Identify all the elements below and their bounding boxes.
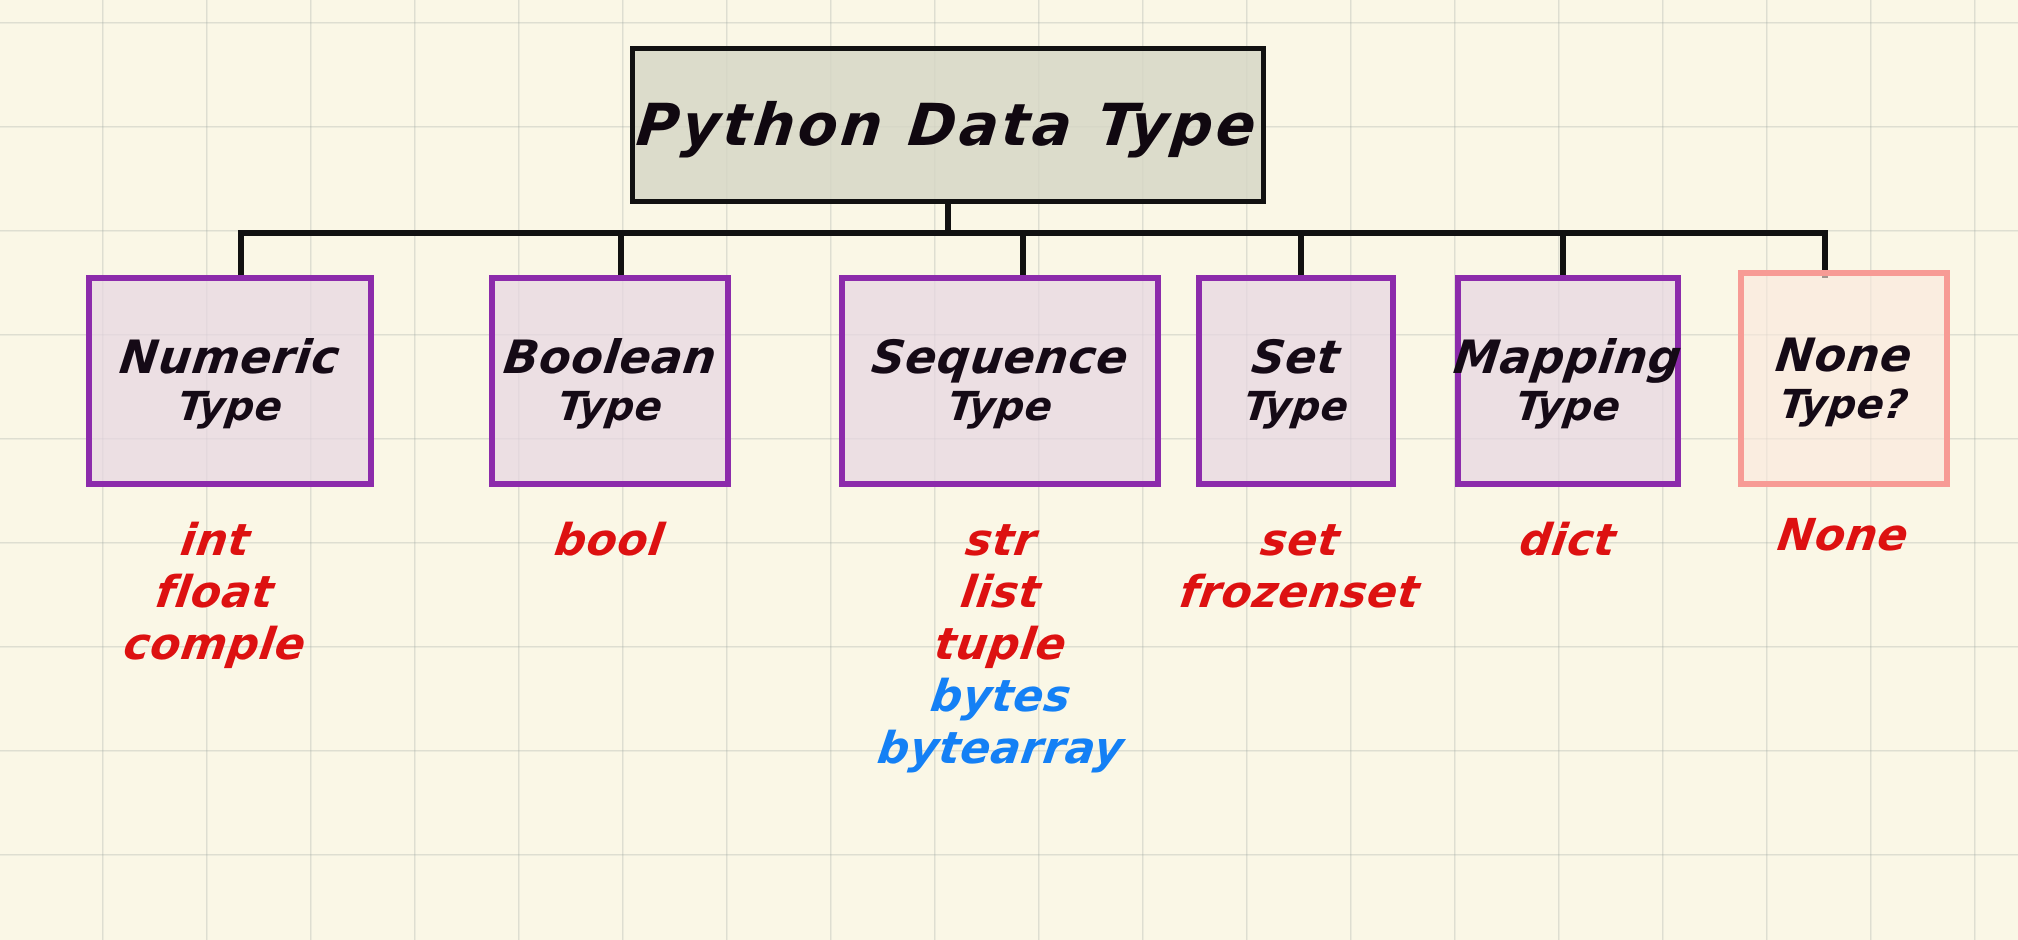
- node-set-type-line1: Set: [1248, 330, 1344, 385]
- node-sequence-type-line2: Type: [944, 384, 1056, 431]
- node-numeric-type-line2: Type: [174, 384, 286, 431]
- leaf-word: tuple: [931, 618, 1071, 670]
- node-none-type-line2: Type?: [1777, 381, 1911, 428]
- leaf-word: bytearray: [874, 722, 1128, 774]
- node-none-type: None Type?: [1738, 270, 1950, 487]
- node-sequence-type: Sequence Type: [839, 275, 1161, 487]
- connector-root-stem: [945, 200, 951, 236]
- node-set-type-line2: Type: [1240, 384, 1352, 431]
- node-sequence-type-line1: Sequence: [868, 330, 1132, 385]
- connector-bus: [238, 230, 1828, 236]
- leaf-list-mapping: dict: [1460, 515, 1676, 567]
- node-boolean-type-line2: Type: [554, 384, 666, 431]
- leaf-word: frozenset: [1176, 566, 1424, 618]
- leaf-list-sequence: str list tuple bytes bytearray: [870, 515, 1132, 775]
- node-boolean-type-line1: Boolean: [500, 330, 720, 385]
- node-mapping-type-line1: Mapping: [1450, 330, 1686, 385]
- leaf-word: str: [962, 515, 1040, 566]
- connector-drop-none: [1822, 230, 1828, 278]
- leaf-list-numeric: int float comple: [110, 515, 320, 671]
- leaf-word: list: [957, 566, 1045, 618]
- node-mapping-type: Mapping Type: [1451, 275, 1685, 487]
- node-title-label: Python Data Type: [633, 91, 1263, 159]
- node-numeric-type: Numeric Type: [86, 275, 374, 487]
- connector-drop-sequence: [1020, 230, 1026, 278]
- leaf-word: set: [1257, 515, 1343, 566]
- node-mapping-type-line2: Type: [1512, 384, 1624, 431]
- connector-drop-boolean: [618, 230, 624, 278]
- leaf-list-none: None: [1735, 510, 1951, 562]
- leaf-word: bool: [551, 515, 669, 566]
- node-python-data-type: Python Data Type: [630, 46, 1266, 204]
- leaf-word: int: [176, 515, 254, 566]
- connector-drop-set: [1298, 230, 1304, 278]
- leaf-word: None: [1774, 510, 1912, 561]
- leaf-word: comple: [120, 618, 310, 670]
- leaf-word: dict: [1516, 515, 1620, 566]
- node-boolean-type: Boolean Type: [489, 275, 731, 487]
- node-set-type: Set Type: [1196, 275, 1396, 487]
- leaf-list-set: set frozenset: [1177, 515, 1424, 619]
- leaf-word: float: [152, 566, 278, 618]
- node-numeric-type-line1: Numeric: [116, 330, 344, 385]
- connector-drop-mapping: [1560, 230, 1566, 278]
- leaf-list-boolean: bool: [505, 515, 715, 567]
- connector-drop-numeric: [238, 230, 244, 278]
- node-none-type-line1: None: [1772, 327, 1916, 382]
- leaf-word: bytes: [927, 670, 1075, 722]
